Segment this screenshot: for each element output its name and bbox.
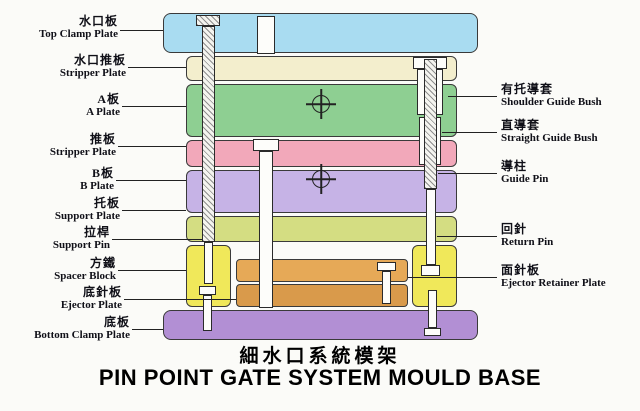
label-support-pin: 拉桿 Support Pin [0, 225, 112, 252]
label-en: Straight Guide Bush [501, 132, 598, 144]
center-mark-icon [306, 164, 336, 194]
label-en: B Plate [80, 180, 114, 192]
leader-b-plate [116, 180, 186, 181]
label-en: Top Clamp Plate [38, 28, 118, 40]
return-pin-head [421, 265, 440, 276]
label-cn: 拉桿 [83, 225, 110, 239]
label-cn: 回針 [501, 222, 528, 236]
leader-stripper-plate-upper [128, 67, 186, 68]
stripper-plate [186, 140, 457, 167]
leader-support-plate [122, 210, 186, 211]
label-b-plate: B板 B Plate [0, 166, 116, 193]
label-cn: 水口板 [78, 14, 118, 28]
label-en: Shoulder Guide Bush [501, 96, 602, 108]
label-cn: A板 [97, 92, 120, 106]
left-screw-head [199, 286, 216, 295]
leader-support-pin [112, 239, 202, 240]
label-en: Spacer Block [54, 270, 116, 282]
label-shoulder-guide-bush: 有托導套 Shoulder Guide Bush [501, 82, 639, 109]
label-cn: 托板 [93, 196, 120, 210]
label-en: A Plate [86, 106, 120, 118]
leader-return-pin [437, 236, 497, 237]
leader-spacer-block [118, 270, 186, 271]
label-bottom-clamp-plate: 底板 Bottom Clamp Plate [0, 315, 132, 342]
label-guide-pin: 導柱 Guide Pin [501, 159, 639, 186]
return-pin [426, 189, 436, 265]
label-cn: 直導套 [501, 118, 541, 132]
label-en: Guide Pin [501, 173, 549, 185]
label-stripper-plate-upper: 水口推板 Stripper Plate [0, 53, 128, 80]
label-cn: 方鐵 [89, 256, 116, 270]
label-spacer-block: 方鐵 Spacer Block [0, 256, 118, 283]
center-pin-head [253, 139, 279, 151]
label-cn: B板 [91, 166, 114, 180]
label-cn: 底板 [103, 315, 130, 329]
label-ejector-plate: 底針板 Ejector Plate [0, 285, 124, 312]
center-mark-icon [306, 89, 336, 119]
left-screw [203, 295, 212, 331]
label-en: Stripper Plate [59, 67, 126, 79]
label-stripper-plate: 推板 Stripper Plate [0, 132, 118, 159]
leader-stripper-plate [118, 146, 186, 147]
label-cn: 導柱 [501, 159, 528, 173]
label-en: Ejector Retainer Plate [501, 277, 606, 289]
label-cn: 推板 [89, 132, 116, 146]
label-en: Ejector Plate [60, 299, 122, 311]
label-support-plate: 托板 Support Plate [0, 196, 122, 223]
leader-bottom-clamp-plate [132, 329, 163, 330]
stripper-plate-upper [186, 56, 457, 81]
leader-ejector-plate [124, 299, 236, 300]
label-cn: 面針板 [501, 263, 541, 277]
label-en: Bottom Clamp Plate [34, 329, 130, 341]
support-pin-head [196, 15, 220, 26]
support-pin-lower [204, 242, 213, 284]
center-mark-vline [320, 89, 322, 119]
leader-a-plate [122, 106, 186, 107]
leader-top-clamp-plate [120, 30, 163, 31]
support-pin [202, 26, 215, 242]
center-mark-vline [320, 164, 322, 194]
center-pin [259, 151, 273, 308]
label-en: Support Plate [54, 210, 120, 222]
leader-straight-guide-bush [442, 132, 497, 133]
label-en: Return Pin [501, 236, 554, 248]
right-screw-head [424, 328, 441, 336]
ejector-plate [236, 284, 408, 307]
label-a-plate: A板 A Plate [0, 92, 122, 119]
guide-pin [424, 59, 437, 189]
support-plate [186, 216, 457, 242]
label-cn: 有托導套 [501, 82, 554, 96]
puller-bolt [257, 16, 275, 54]
label-ejector-retainer-plate: 面針板 Ejector Retainer Plate [501, 263, 639, 290]
label-cn: 底針板 [82, 285, 122, 299]
ejector-retainer-plate [236, 259, 408, 282]
label-straight-guide-bush: 直導套 Straight Guide Bush [501, 118, 639, 145]
label-en: Support Pin [52, 239, 110, 251]
label-return-pin: 回針 Return Pin [501, 222, 639, 249]
right-screw [428, 290, 437, 328]
diagram-title-chinese: 細水口系統模架 [239, 346, 401, 367]
retainer-screw [382, 271, 391, 304]
leader-guide-pin [438, 173, 497, 174]
label-top-clamp-plate: 水口板 Top Clamp Plate [0, 14, 120, 41]
label-cn: 水口推板 [73, 53, 126, 67]
label-en: Stripper Plate [49, 146, 116, 158]
retainer-screw-head [377, 262, 396, 271]
leader-shoulder-guide-bush [448, 96, 497, 97]
leader-ejector-retainer-plate [408, 277, 497, 278]
diagram-title-english: PIN POINT GATE SYSTEM MOULD BASE [98, 365, 542, 390]
